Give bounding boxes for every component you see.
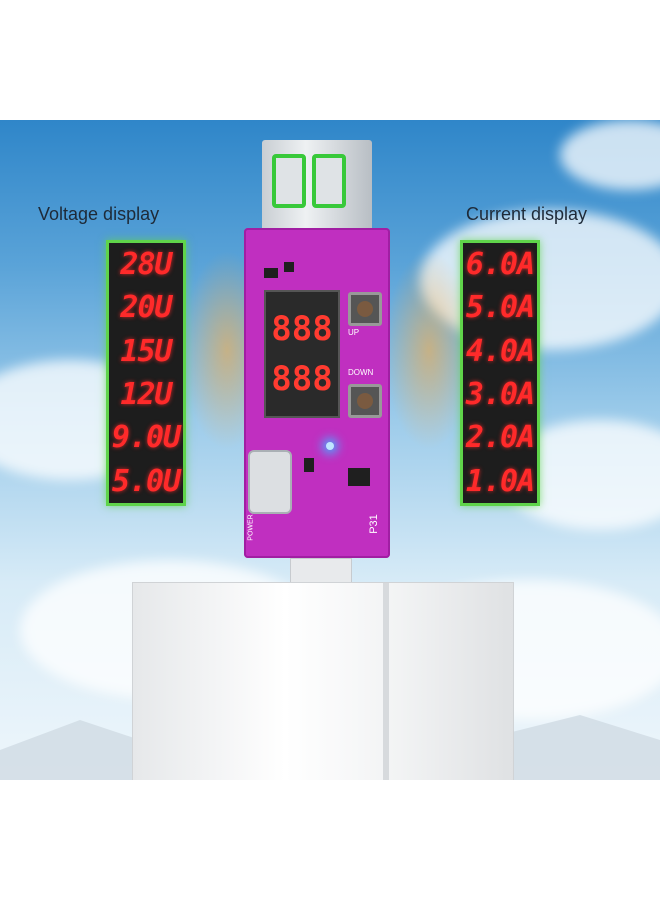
voltage-reading: 5.0U — [111, 463, 181, 499]
usb-pin-slot — [312, 154, 346, 208]
power-label: POWER — [247, 514, 255, 541]
seven-segment-display: 888 888 — [264, 290, 340, 418]
voltage-readings-panel: 28U 20U 15U 12U 9.0U 5.0U — [106, 240, 186, 506]
regulator-chip — [348, 468, 370, 486]
product-scene: Voltage display Current display 28U 20U … — [0, 120, 660, 780]
voltage-reading: 9.0U — [111, 420, 181, 456]
voltage-reading: 20U — [120, 290, 172, 326]
current-reading: 1.0A — [465, 463, 535, 499]
current-reading: 6.0A — [465, 247, 535, 283]
voltage-display-label: Voltage display — [38, 204, 160, 224]
current-reading: 3.0A — [465, 377, 535, 413]
current-reading: 2.0A — [465, 420, 535, 456]
current-reading: 5.0A — [465, 290, 535, 326]
display-digits-bottom: 888 — [271, 359, 333, 399]
up-button[interactable] — [348, 292, 382, 326]
voltage-reading: 12U — [120, 377, 172, 413]
cloud — [560, 120, 660, 190]
glow-right — [384, 250, 474, 450]
smd-component — [304, 458, 314, 472]
down-button-label: DOWN — [348, 368, 374, 377]
current-display-label: Current display — [466, 204, 588, 224]
voltage-reading: 28U — [120, 247, 172, 283]
smd-component — [284, 262, 294, 272]
current-readings-panel: 6.0A 5.0A 4.0A 3.0A 2.0A 1.0A — [460, 240, 540, 506]
up-button-label: UP — [348, 328, 360, 337]
down-button[interactable] — [348, 384, 382, 418]
charger-edge — [383, 583, 389, 780]
model-label: P31 — [367, 514, 380, 534]
charger-body — [132, 582, 514, 780]
voltage-reading: 15U — [120, 333, 172, 369]
current-reading: 4.0A — [465, 333, 535, 369]
circuit-board: 888 888 UP DOWN POWER P31 — [244, 228, 390, 558]
display-digits-top: 888 — [271, 309, 333, 349]
usb-c-port — [248, 450, 292, 514]
usb-pin-slot — [272, 154, 306, 208]
status-led — [326, 442, 334, 450]
smd-component — [264, 268, 278, 278]
